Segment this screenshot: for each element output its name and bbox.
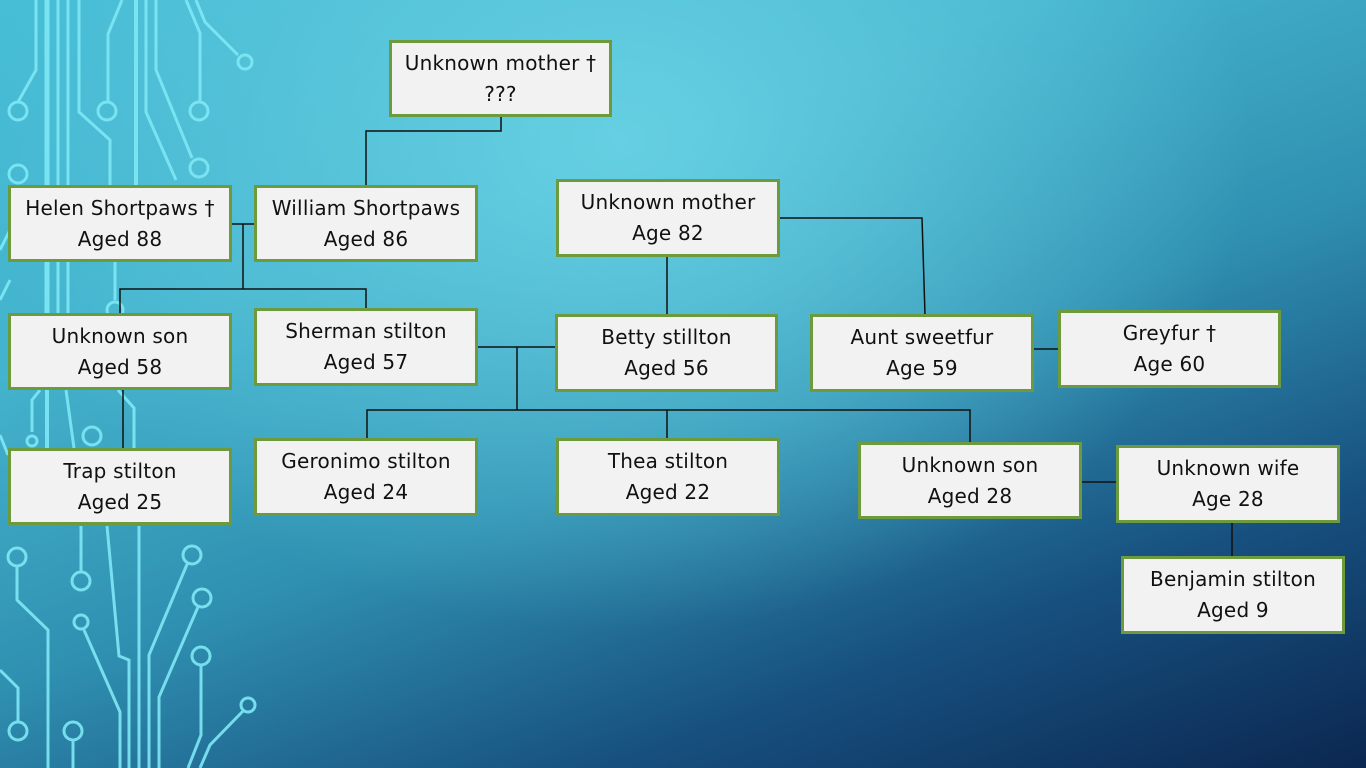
person-name: William Shortpaws [271,195,461,220]
person-age: Aged 22 [625,480,711,504]
person-name: Geronimo stilton [281,449,451,473]
person-name: Sherman stilton [285,319,447,343]
person-name: Greyfur † [1122,321,1217,345]
person-name: Thea stilton [607,449,729,473]
person-age: Age 60 [1133,352,1206,376]
person-age: Aged 9 [1197,598,1269,622]
person-age: Aged 88 [77,226,163,251]
person-name: Trap stilton [63,458,177,483]
person-age: Aged 58 [77,354,163,379]
person-name: Aunt sweetfur [850,325,994,349]
person-name: Unknown wife [1156,456,1300,480]
circuit-decoration [0,0,257,768]
person-name: Betty stillton [601,325,732,349]
person-name: Benjamin stilton [1150,567,1316,591]
person-age: Aged 56 [624,356,709,380]
person-name: Unknown son [901,452,1039,477]
person-age: Aged 25 [77,489,163,514]
person-node-geronimo[interactable]: Geronimo stilton Aged 24 [254,438,478,516]
person-node-trap[interactable]: Trap stilton Aged 25 [8,448,232,525]
person-age: Age 82 [632,221,704,245]
person-name: Unknown son [51,323,189,348]
person-name: Unknown mother [580,190,756,214]
person-node-unknown-wife[interactable]: Unknown wife Age 28 [1116,445,1340,523]
person-node-thea[interactable]: Thea stilton Aged 22 [556,438,780,516]
person-age: Age 28 [1192,487,1264,511]
person-age: Aged 28 [927,483,1013,508]
person-node-unknown-mother-1[interactable]: Unknown mother † ??? [389,40,612,117]
person-node-helen[interactable]: Helen Shortpaws † Aged 88 [8,185,232,262]
person-node-unknown-son-1[interactable]: Unknown son Aged 58 [8,313,232,390]
person-age: ??? [484,81,517,106]
person-age: Aged 57 [323,350,409,374]
person-node-greyfur[interactable]: Greyfur † Age 60 [1058,310,1281,388]
person-age: Aged 24 [323,480,409,504]
person-name: Helen Shortpaws † [25,195,215,220]
person-node-betty[interactable]: Betty stillton Aged 56 [555,314,778,392]
person-node-sherman[interactable]: Sherman stilton Aged 57 [254,308,478,386]
person-node-unknown-son-2[interactable]: Unknown son Aged 28 [858,442,1082,519]
person-node-aunt-sweetfur[interactable]: Aunt sweetfur Age 59 [810,314,1034,392]
person-age: Aged 86 [323,226,409,251]
person-age: Age 59 [886,356,958,380]
person-node-william[interactable]: William Shortpaws Aged 86 [254,185,478,262]
person-node-benjamin[interactable]: Benjamin stilton Aged 9 [1121,556,1345,634]
person-name: Unknown mother † [404,50,597,75]
person-node-unknown-mother-2[interactable]: Unknown mother Age 82 [556,179,780,257]
